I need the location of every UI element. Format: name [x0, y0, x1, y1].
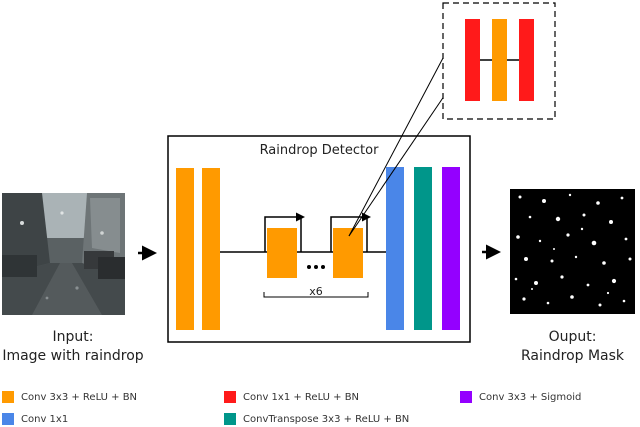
output-mask-image	[510, 189, 635, 314]
conv3x3-block-2	[202, 168, 220, 330]
input-caption: Input: Image with raindrop	[0, 328, 146, 366]
legend-swatch	[224, 391, 236, 403]
input-caption-line2: Image with raindrop	[2, 348, 144, 364]
input-image	[2, 193, 125, 315]
detector-box	[167, 135, 471, 343]
inset-conv1x1-block-2	[519, 19, 534, 101]
legend-swatch	[224, 413, 236, 425]
output-caption: Ouput: Raindrop Mask	[505, 328, 640, 366]
skip-arrow-1	[264, 212, 305, 252]
input-caption-line1: Input:	[52, 329, 94, 345]
legend-label: ConvTranspose 3x3 + ReLU + BN	[243, 413, 410, 425]
legend-item-conv3x3-sigmoid: Conv 3x3 + Sigmoid	[460, 389, 581, 405]
inset-conv3x3-block	[492, 19, 507, 101]
output-caption-line2: Raindrop Mask	[520, 348, 625, 364]
ellipsis-dot-3	[321, 265, 325, 269]
legend-label: Conv 3x3 + Sigmoid	[479, 391, 582, 403]
ellipsis-dot-1	[307, 265, 311, 269]
legend-label: Conv 1x1 + ReLU + BN	[243, 391, 360, 403]
legend-label: Conv 1x1	[21, 413, 69, 425]
convtranspose-block	[414, 167, 432, 330]
repeat-label: x6	[309, 285, 323, 298]
sigmoid-block	[442, 167, 460, 330]
legend-item-conv1x1-relu-bn: Conv 1x1 + ReLU + BN	[224, 389, 359, 405]
legend-item-conv3x3-relu-bn: Conv 3x3 + ReLU + BN	[2, 389, 137, 405]
conv3x3-block-1	[176, 168, 194, 330]
repeat-bracket	[263, 292, 369, 298]
legend-label: Conv 3x3 + ReLU + BN	[21, 391, 138, 403]
legend-swatch	[460, 391, 472, 403]
legend-swatch	[2, 413, 14, 425]
residual-block-2	[333, 228, 363, 278]
output-caption-line1: Ouput:	[548, 329, 597, 345]
legend-item-conv1x1: Conv 1x1	[2, 411, 68, 427]
detector-title: Raindrop Detector	[259, 143, 379, 158]
legend-item-convtranspose: ConvTranspose 3x3 + ReLU + BN	[224, 411, 409, 427]
inset-conv1x1-block-1	[465, 19, 480, 101]
ellipsis-dot-2	[314, 265, 318, 269]
legend-swatch	[2, 391, 14, 403]
conv1x1-block	[386, 167, 404, 330]
skip-arrow-2	[330, 212, 371, 252]
residual-block-1	[267, 228, 297, 278]
zoom-line-2	[348, 57, 444, 237]
